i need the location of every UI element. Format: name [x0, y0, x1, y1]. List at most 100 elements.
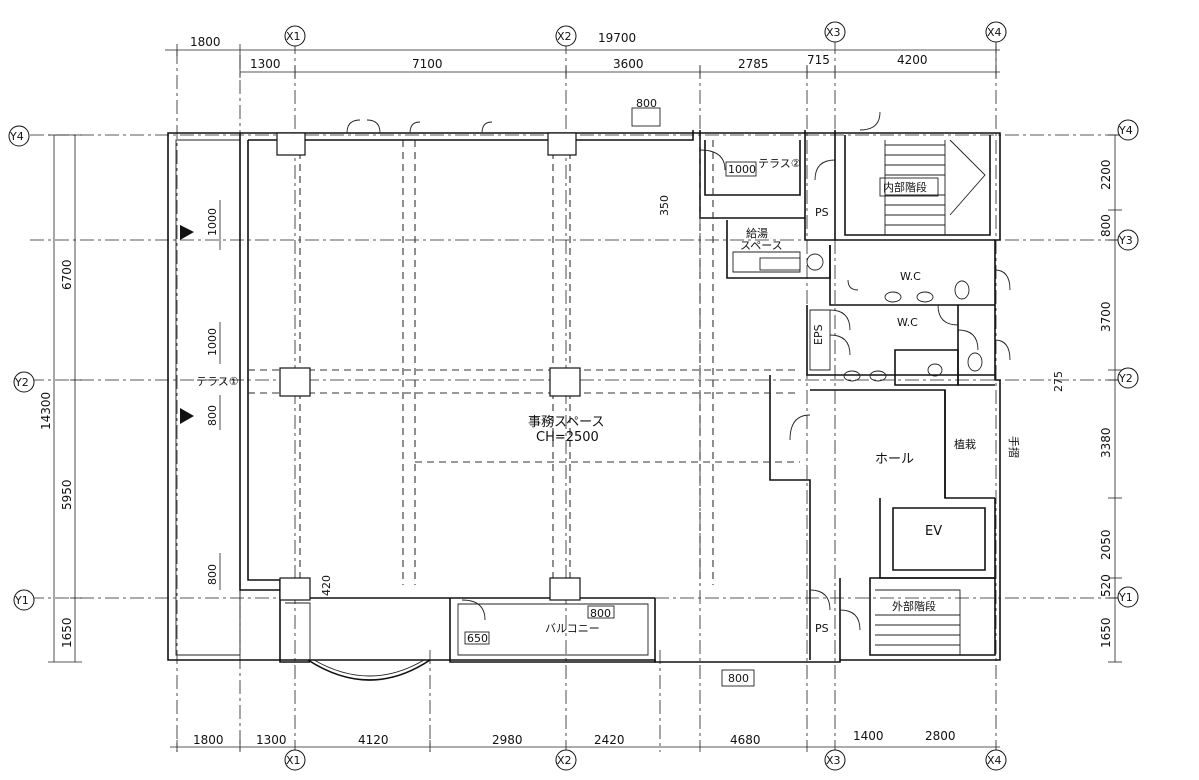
top-dim-1300: 1300 — [250, 57, 281, 71]
room-ps-lower: PS — [815, 622, 829, 635]
door-swings — [346, 111, 1011, 631]
bottom-dim-1800: 1800 — [193, 733, 224, 747]
axis-circle-y2-right — [1117, 367, 1139, 389]
fixtures — [759, 253, 983, 382]
left-dimension-lines — [48, 134, 221, 663]
dim-350: 350 — [658, 195, 671, 216]
right-dim-2200: 2200 — [1099, 159, 1113, 190]
sink-icon — [916, 291, 934, 303]
room-kitchenette-line1: 給湯 — [746, 226, 768, 240]
axis-label-x4-top: X4 — [987, 26, 1002, 39]
axis-label-x3-top: X3 — [826, 26, 841, 39]
left-dim-6700: 6700 — [60, 259, 74, 290]
room-wc-upper: W.C — [900, 270, 921, 283]
axis-circle-x3-top — [824, 21, 846, 43]
room-office-name: 事務スペース — [528, 415, 604, 430]
top-dim-715: 715 — [807, 53, 830, 67]
axis-circle-x4-top — [985, 21, 1007, 43]
right-dim-3700: 3700 — [1099, 301, 1113, 332]
room-planting: 植栽 — [954, 437, 976, 451]
dim-800-balcony: 800 — [590, 607, 611, 620]
bottom-dimension-lines — [170, 740, 1000, 752]
room-balcony: バルコニー — [545, 622, 600, 635]
top-dim-total: 19700 — [598, 31, 636, 45]
dim-420: 420 — [320, 575, 333, 596]
axis-circle-x2-top — [555, 25, 577, 47]
dim-800-top: 800 — [636, 97, 657, 110]
room-wc-lower: W.C — [897, 316, 918, 329]
toilet-icon — [967, 352, 983, 372]
bottom-dim-1400: 1400 — [853, 729, 884, 743]
room-office-ch: CH=2500 — [536, 430, 599, 445]
arrow-marker-icon — [180, 408, 194, 424]
left-dim-800-b: 800 — [206, 564, 219, 585]
axis-circle-y1-left — [13, 589, 35, 611]
room-hall: ホール — [875, 452, 914, 467]
right-dim-2050: 2050 — [1099, 529, 1113, 560]
top-dim-1800: 1800 — [190, 35, 221, 49]
bottom-dim-4680: 4680 — [730, 733, 761, 747]
axis-markers-right: Y4 Y3 Y2 Y1 — [1117, 119, 1139, 608]
axis-label-y1-left: Y1 — [14, 594, 29, 607]
axis-markers-left: Y4 Y2 Y1 — [8, 125, 35, 611]
left-dim-800-a: 800 — [206, 405, 219, 426]
room-ps-upper: PS — [815, 206, 829, 219]
column-x1-y4 — [276, 132, 306, 156]
top-dim-3600: 3600 — [613, 57, 644, 71]
left-dim-1000-b: 1000 — [206, 328, 219, 356]
left-dim-5950: 5950 — [60, 479, 74, 510]
axis-circle-x3-bottom — [824, 749, 846, 771]
misc-dimension-boxes — [464, 107, 757, 687]
dim-1000-terrace2: 1000 — [728, 163, 756, 176]
sink-icon — [884, 291, 902, 303]
top-dimension-lines — [165, 44, 1000, 78]
axis-label-y4-right: Y4 — [1118, 124, 1133, 137]
toilet-icon — [954, 280, 970, 300]
axis-label-y2-right: Y2 — [1118, 372, 1133, 385]
bottom-dim-1300: 1300 — [256, 733, 287, 747]
right-dim-520: 520 — [1099, 574, 1113, 597]
axis-markers-bottom: X1 X2 X3 X4 — [284, 749, 1007, 771]
building-walls — [167, 130, 1001, 681]
sink-icon — [806, 253, 824, 271]
stairs-treads — [875, 139, 986, 655]
right-dim-800: 800 — [1099, 214, 1113, 237]
axis-circle-x2-bottom — [555, 749, 577, 771]
bottom-dim-2420: 2420 — [594, 733, 625, 747]
sink-icon — [843, 370, 861, 382]
left-dim-14300: 14300 — [39, 392, 53, 430]
structural-columns — [276, 132, 581, 601]
arrow-marker-icon — [180, 225, 194, 240]
axis-markers-top: X1 X2 X3 X4 — [284, 21, 1007, 47]
column-x2-y2 — [549, 367, 581, 397]
bottom-dim-2980: 2980 — [492, 733, 523, 747]
axis-label-y1-right: Y1 — [1118, 591, 1133, 604]
axis-circle-y2-left — [13, 371, 35, 393]
office-ceiling-grid — [248, 140, 800, 585]
dim-800-bottom: 800 — [728, 672, 749, 685]
axis-circle-y4-right — [1117, 119, 1139, 141]
sink-icon — [869, 370, 887, 382]
axis-circle-y1-right — [1117, 586, 1139, 608]
axis-label-y2-left: Y2 — [14, 376, 29, 389]
axis-label-x4-bottom: X4 — [987, 754, 1002, 767]
column-x2-y1 — [549, 577, 581, 601]
axis-circle-x1-top — [284, 25, 306, 47]
room-eps: EPS — [812, 324, 825, 345]
bottom-dim-2800: 2800 — [925, 729, 956, 743]
axis-label-x1-top: X1 — [286, 30, 301, 43]
axis-label-y3-right: Y3 — [1118, 234, 1133, 247]
top-dim-7100: 7100 — [412, 57, 443, 71]
column-x1-y2 — [279, 367, 311, 397]
axis-label-x1-bottom: X1 — [286, 754, 301, 767]
left-dim-1000-a: 1000 — [206, 208, 219, 236]
stove-icon — [759, 257, 801, 271]
axis-circle-x4-bottom — [985, 749, 1007, 771]
toilet-icon — [927, 363, 943, 377]
column-x1-y1 — [279, 577, 311, 601]
inner-stair-label-box — [879, 177, 939, 197]
axis-label-y4-left: Y4 — [9, 130, 24, 143]
room-handrail: 手摺 — [1007, 436, 1021, 458]
top-dim-4200: 4200 — [897, 53, 928, 67]
